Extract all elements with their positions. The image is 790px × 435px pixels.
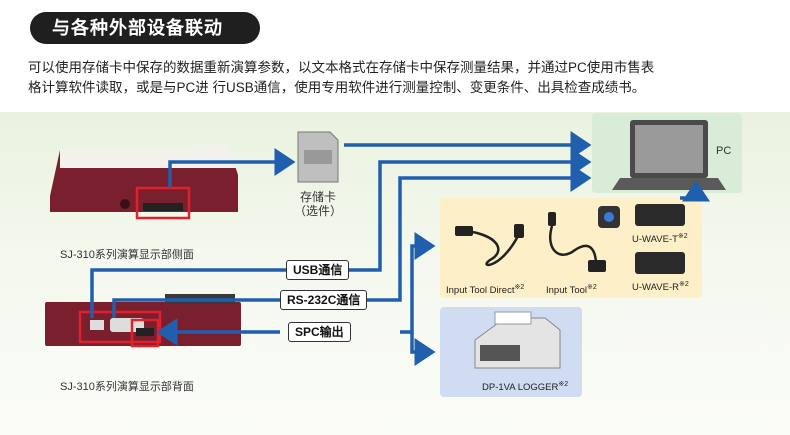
input-tool-direct-label: Input Tool Direct※2 bbox=[446, 284, 525, 297]
arrow-spc-output bbox=[400, 232, 436, 334]
arrow-accessories-to-pc bbox=[680, 180, 710, 202]
logger-label: DP-1VA LOGGER※2 bbox=[482, 381, 569, 394]
description: 可以使用存储卡中保存的数据重新演算参数，以文本格式在存储卡中保存测量结果，并通过… bbox=[28, 58, 768, 98]
arrow-rs232c-to-pc bbox=[112, 164, 592, 318]
usb-tag: USB通信 bbox=[286, 260, 350, 280]
description-line-2: 格计算软件读取，或是与PC进 行USB通信，使用专用软件进行测量控制、变更条件、… bbox=[28, 80, 646, 95]
uwave-t-label: U-WAVE-T※2 bbox=[632, 233, 688, 246]
sd-card-option-label: （选件） bbox=[294, 204, 343, 218]
side-view-label: SJ-310系列演算显示部侧面 bbox=[60, 249, 194, 261]
section-title: 与各种外部设备联动 bbox=[30, 12, 260, 44]
arrow-device-to-sd bbox=[168, 148, 296, 188]
sd-card-icon bbox=[297, 131, 339, 183]
arrow-usb-to-pc bbox=[90, 148, 592, 318]
back-view-label: SJ-310系列演算显示部背面 bbox=[60, 381, 194, 393]
rs232c-tag: RS-232C通信 bbox=[280, 290, 368, 310]
arrow-spc-to-logger bbox=[410, 332, 436, 366]
spc-tag: SPC输出 bbox=[288, 322, 351, 342]
description-line-1: 可以使用存储卡中保存的数据重新演算参数，以文本格式在存储卡中保存测量结果，并通过… bbox=[28, 60, 655, 75]
sj310-side-device bbox=[50, 145, 238, 220]
input-tool-direct-icon bbox=[455, 224, 524, 267]
logger-printer-icon bbox=[474, 311, 561, 369]
sj310-back-device bbox=[45, 294, 241, 348]
sd-card-label: 存储卡 bbox=[300, 190, 337, 204]
input-tool-icon bbox=[548, 212, 606, 272]
uwave-r-label: U-WAVE-R※2 bbox=[632, 281, 689, 294]
uwave-t-icon bbox=[598, 204, 685, 228]
input-tool-label: Input Tool※2 bbox=[546, 284, 597, 297]
uwave-r-icon bbox=[635, 252, 685, 274]
pc-label: PC bbox=[716, 145, 732, 157]
